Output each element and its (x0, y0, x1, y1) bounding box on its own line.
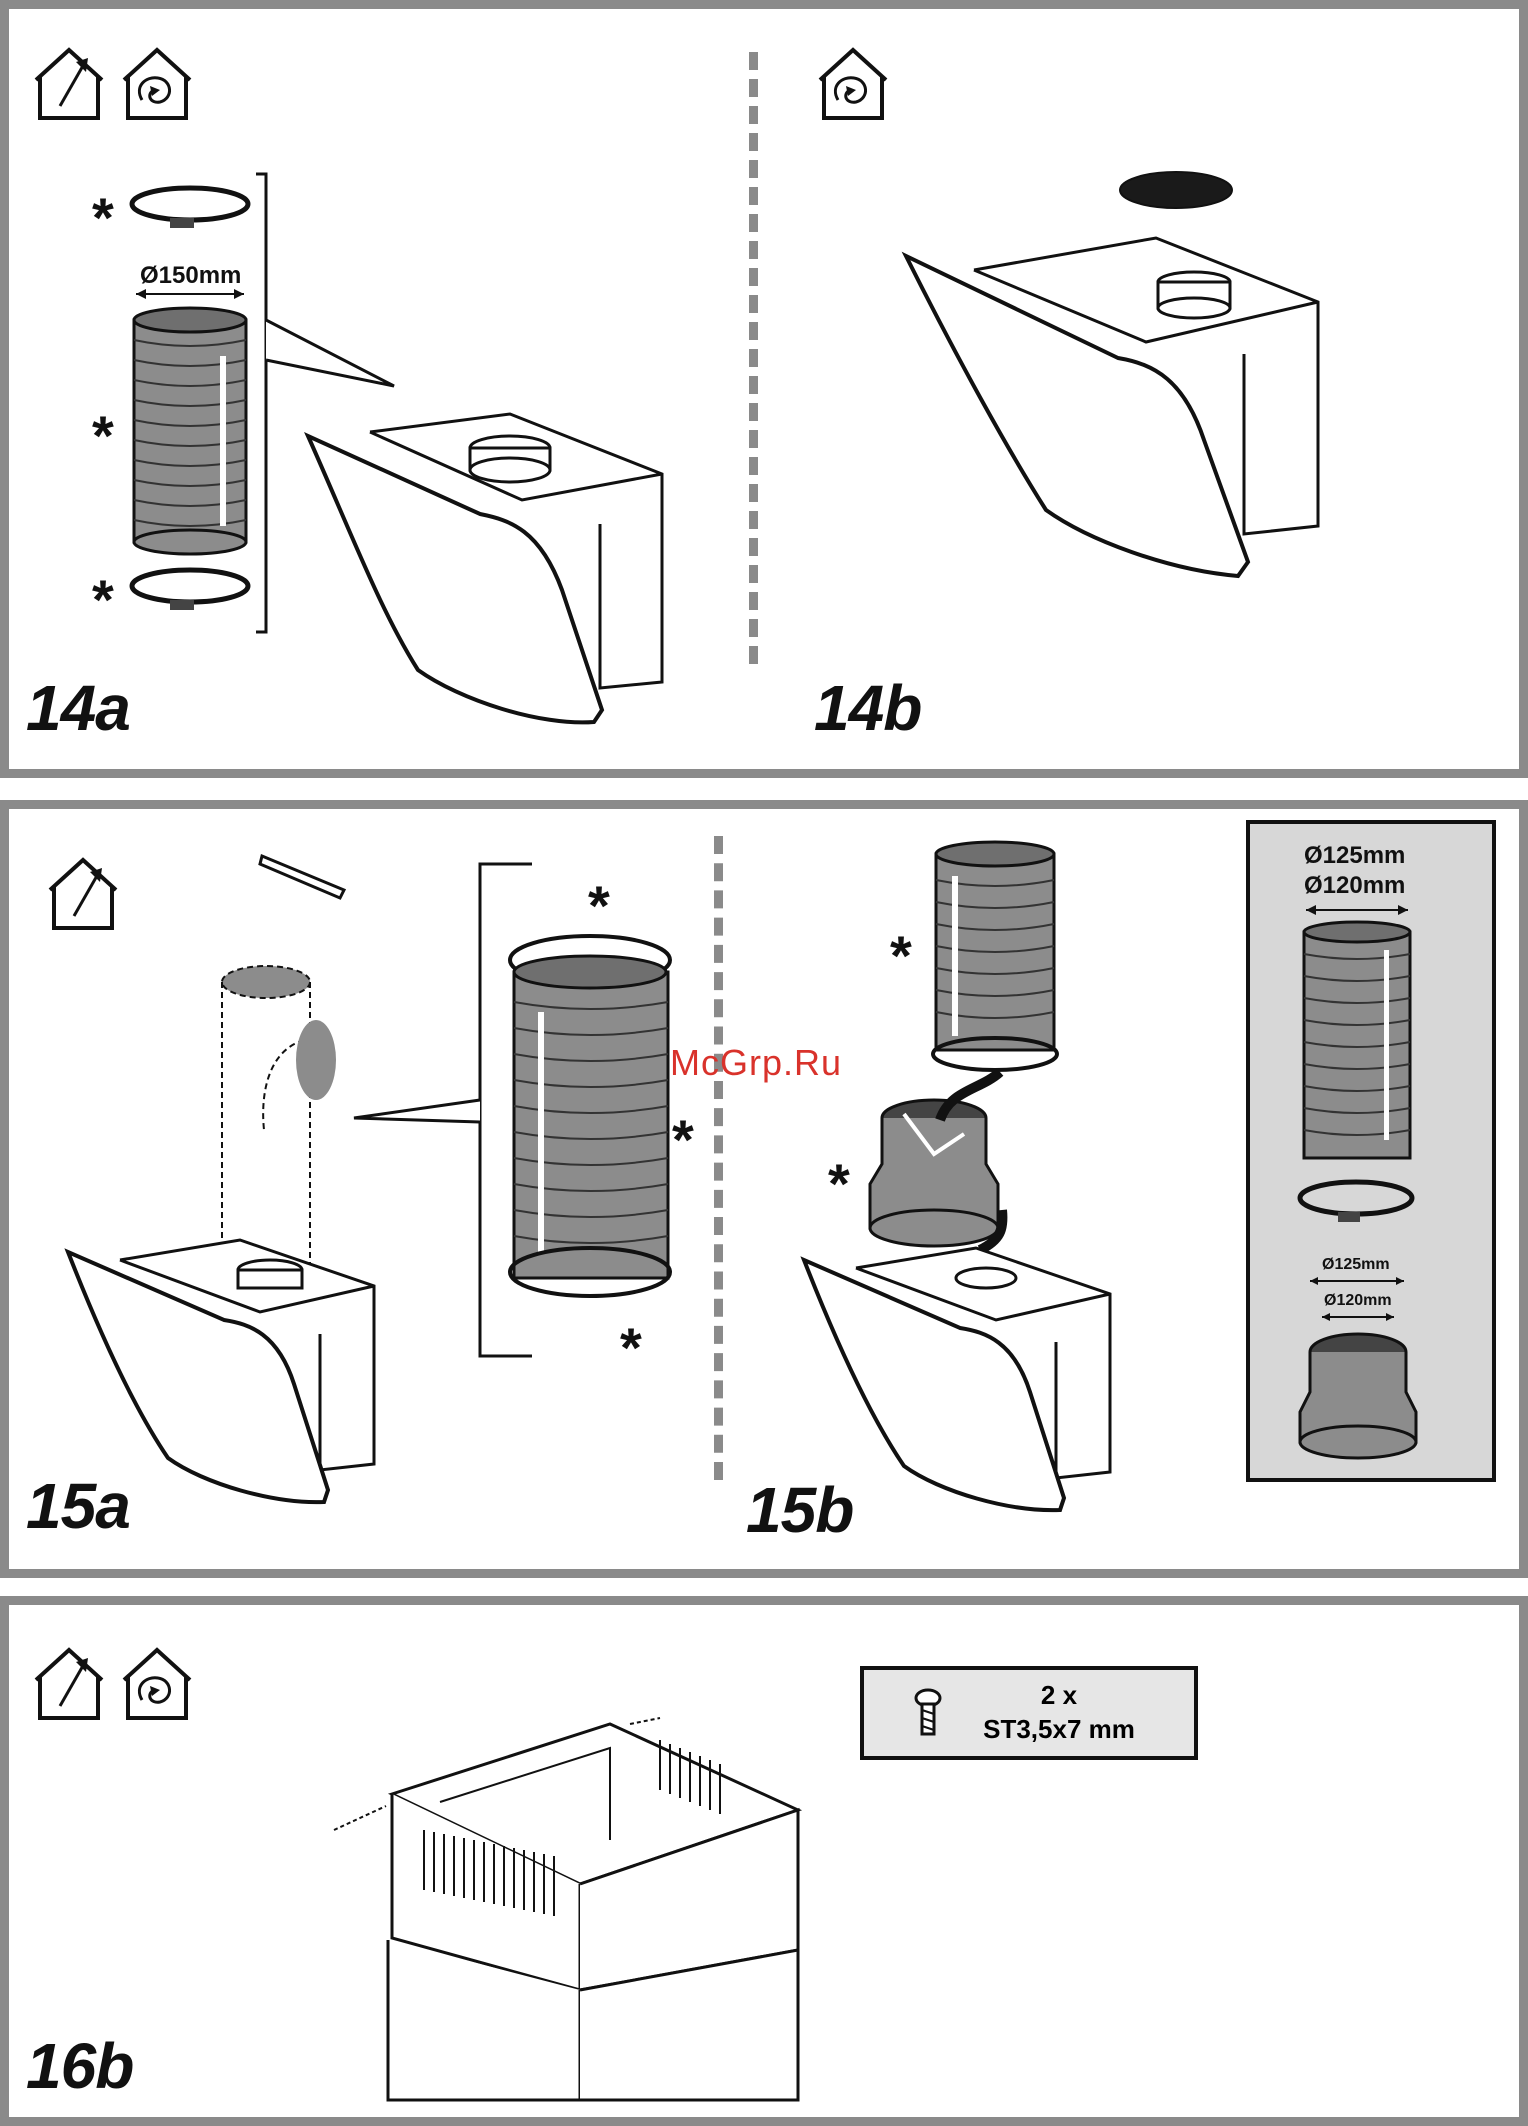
dimension-label-120: Ø120mm (1304, 872, 1405, 900)
dimension-arrow (1318, 1310, 1398, 1324)
chimney-cover (320, 1710, 810, 2110)
optional-mark: * (828, 1156, 850, 1212)
recirculation-icon (120, 1642, 194, 1722)
duct-out-icon (46, 852, 120, 932)
duct-out-icon (32, 42, 106, 122)
optional-mark: * (620, 1320, 642, 1376)
hose-clamp (1296, 1176, 1420, 1236)
recirculation-icon (816, 42, 890, 122)
dimension-label-125: Ø125mm (1304, 842, 1405, 870)
flexible-duct (1300, 920, 1414, 1170)
screw-spec-box: 2 x ST3,5x7 mm (860, 1666, 1198, 1760)
carbon-filter (1116, 168, 1236, 218)
screw-icon (914, 1688, 942, 1744)
flexible-duct (506, 932, 676, 1312)
recirculation-icon (120, 42, 194, 122)
duct-out-icon (32, 1642, 106, 1722)
flexible-duct (130, 306, 250, 556)
reducer-adapter (1296, 1326, 1420, 1466)
screw-size: ST3,5x7 mm (954, 1714, 1164, 1745)
optional-mark: * (672, 1112, 694, 1168)
dimension-label-125-small: Ø125mm (1322, 1256, 1390, 1274)
cooker-hood (300, 410, 680, 740)
step-label-14b: 14b (814, 676, 921, 740)
flexible-duct (930, 840, 1060, 1080)
hose-clamp-top (128, 180, 258, 240)
step-label-15b: 15b (746, 1478, 853, 1542)
optional-mark: * (588, 878, 610, 934)
optional-mark: * (92, 190, 114, 246)
optional-mark: * (92, 408, 114, 464)
panel-divider (749, 52, 758, 664)
optional-mark: * (92, 572, 114, 628)
optional-mark: * (890, 928, 912, 984)
step-label-14a: 14a (26, 676, 130, 740)
screw-quantity: 2 x (954, 1680, 1164, 1711)
dimension-arrow (132, 286, 248, 302)
dimension-label-120-small: Ø120mm (1324, 1292, 1392, 1310)
dimension-arrow (1302, 902, 1412, 918)
panel-divider (714, 836, 723, 1480)
watermark-text: McGrp.Ru (670, 1042, 842, 1084)
mounting-bracket (258, 852, 348, 902)
step-label-16b: 16b (26, 2034, 133, 2098)
cooker-hood (898, 230, 1318, 590)
step-label-15a: 15a (26, 1474, 130, 1538)
dimension-arrow (1306, 1274, 1408, 1288)
hose-clamp-bottom (128, 562, 258, 622)
